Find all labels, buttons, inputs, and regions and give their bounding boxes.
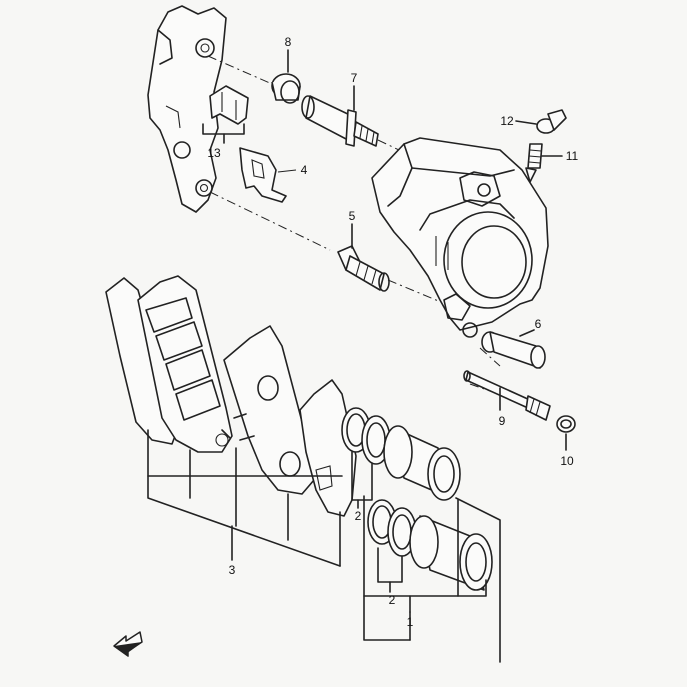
part-13-pad-spring [202, 85, 249, 144]
callout-1: 1 [407, 615, 414, 629]
caliper-bracket [147, 5, 227, 213]
part-4-pad-retainer [239, 147, 297, 203]
front-direction-arrow-icon [113, 631, 143, 657]
part-7-slide-pin [301, 85, 379, 147]
part-5-bolt [337, 223, 390, 292]
part-12-bleeder-cap [515, 109, 567, 134]
callout-11: 11 [566, 149, 579, 163]
piston-upper [383, 425, 461, 501]
callout-10: 10 [560, 454, 574, 468]
callout-3: 3 [229, 563, 236, 577]
callout-2-lower: 2 [389, 593, 396, 607]
part-9-pin [463, 370, 551, 421]
caliper-body [371, 137, 549, 338]
part-6-slide-pin [481, 329, 546, 369]
leader-lines [147, 429, 501, 663]
piston-lower [409, 515, 493, 591]
callout-12: 12 [500, 114, 514, 128]
part-11-bleeder-valve [525, 143, 563, 183]
callout-2-upper: 2 [355, 509, 362, 523]
part-8-boot [271, 49, 301, 104]
callout-6: 6 [535, 317, 542, 331]
callout-13: 13 [207, 146, 221, 160]
callout-labels: 8 7 12 11 13 4 5 6 9 10 2 2 3 1 [207, 35, 578, 629]
piston-upper-seals [341, 407, 391, 465]
callout-8: 8 [285, 35, 292, 49]
callout-7: 7 [351, 71, 358, 85]
part-10-cap [556, 415, 576, 451]
brake-pad-inner [137, 275, 233, 453]
callout-9: 9 [499, 414, 506, 428]
callout-4: 4 [301, 163, 308, 177]
callout-5: 5 [349, 209, 356, 223]
piston-lower-seals [367, 499, 417, 557]
